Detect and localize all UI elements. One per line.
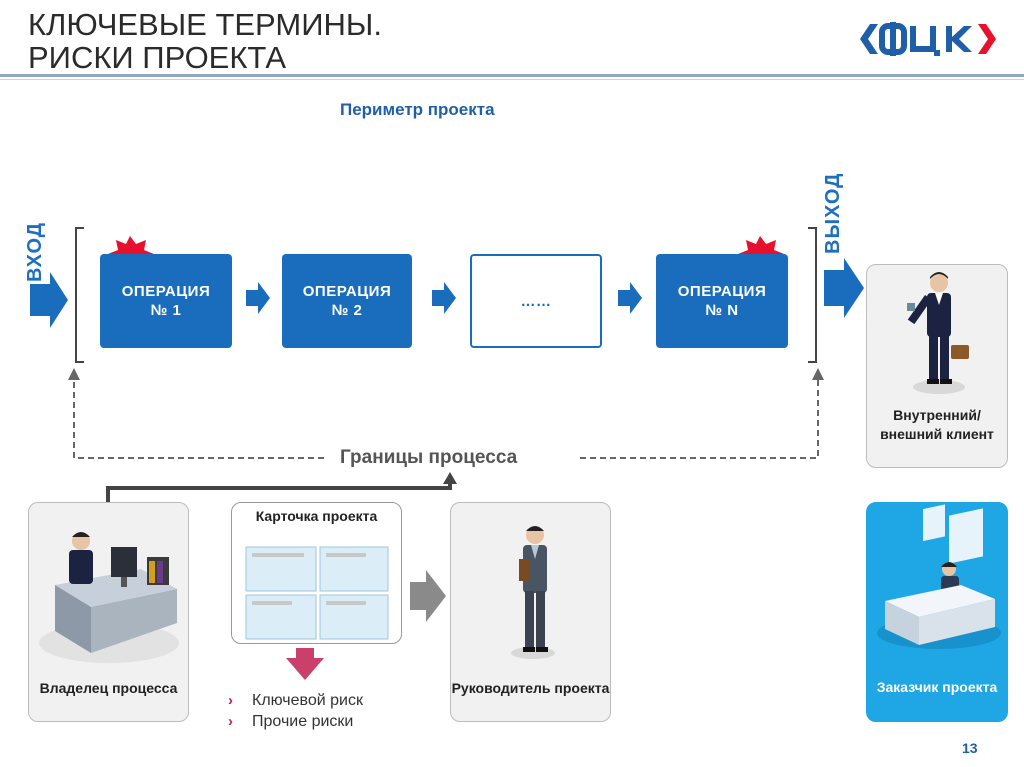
left-bracket (75, 227, 84, 363)
project-card-box (231, 502, 402, 644)
risk-item: › Прочие риски (228, 711, 363, 732)
operation-1: ОПЕРАЦИЯ № 1 (100, 254, 232, 348)
input-arrow-icon (30, 272, 68, 328)
manager-box: Руководитель проекта (450, 502, 611, 722)
operation-n-number: № N (705, 302, 739, 319)
process-boundary-line (580, 372, 819, 459)
title-line-1: КЛЮЧЕВЫЕ ТЕРМИНЫ. (28, 7, 382, 42)
chevron-right-icon: › (228, 713, 233, 730)
header-divider-thin (0, 79, 1024, 80)
page-number: 13 (962, 740, 978, 756)
customer-label: Заказчик проекта (876, 679, 998, 695)
process-boundary-label: Границы процесса (330, 447, 528, 469)
client-label: Внутренний/ внешний клиент (880, 407, 994, 442)
owner-label: Владелец процесса (39, 680, 178, 696)
operation-1-number: № 1 (150, 302, 182, 319)
title-line-2: РИСКИ ПРОЕКТА (28, 40, 287, 75)
owner-box: Владелец процесса (28, 502, 189, 722)
chevron-right-icon: › (228, 692, 233, 709)
risk-item: › Ключевой риск (228, 690, 363, 711)
slide-title: КЛЮЧЕВЫЕ ТЕРМИНЫ. РИСКИ ПРОЕКТА (28, 8, 382, 74)
gray-arrow-icon (410, 570, 446, 622)
flow-arrow-icon (246, 282, 270, 314)
manager-label: Руководитель проекта (451, 680, 610, 696)
down-arrow-icon (286, 648, 324, 680)
risk-list: › Ключевой риск › Прочие риски (228, 690, 363, 732)
header-divider (0, 74, 1024, 77)
output-arrow-icon (824, 258, 864, 318)
customer-box (866, 502, 1008, 722)
client-box (866, 264, 1008, 468)
flow-arrow-icon (432, 282, 456, 314)
project-card-label: Карточка проекта (255, 508, 378, 524)
operation-n-title: ОПЕРАЦИЯ (677, 283, 767, 300)
operation-n: ОПЕРАЦИЯ № N (656, 254, 788, 348)
risk-key-label: Ключевой риск (252, 692, 363, 709)
operation-2-number: № 2 (331, 302, 363, 319)
project-card-icon (245, 546, 389, 640)
operation-ellipsis: …… (470, 254, 602, 348)
operation-2: ОПЕРАЦИЯ № 2 (282, 254, 412, 348)
businessman-icon (907, 272, 969, 394)
reception-desk-icon (877, 504, 1001, 649)
perimeter-label: Периметр проекта (340, 100, 495, 119)
operation-2-title: ОПЕРАЦИЯ (302, 283, 392, 300)
risk-other-label: Прочие риски (252, 713, 354, 730)
flow-arrow-icon (618, 282, 642, 314)
right-bracket (808, 227, 817, 363)
office-desk-icon (39, 532, 179, 663)
fck-logo (860, 22, 996, 56)
operation-1-title: ОПЕРАЦИЯ (121, 283, 211, 300)
project-manager-icon (511, 526, 555, 659)
operation-ellipsis-text: …… (520, 292, 552, 310)
process-boundary-line (73, 372, 328, 459)
owner-connector (106, 480, 452, 502)
